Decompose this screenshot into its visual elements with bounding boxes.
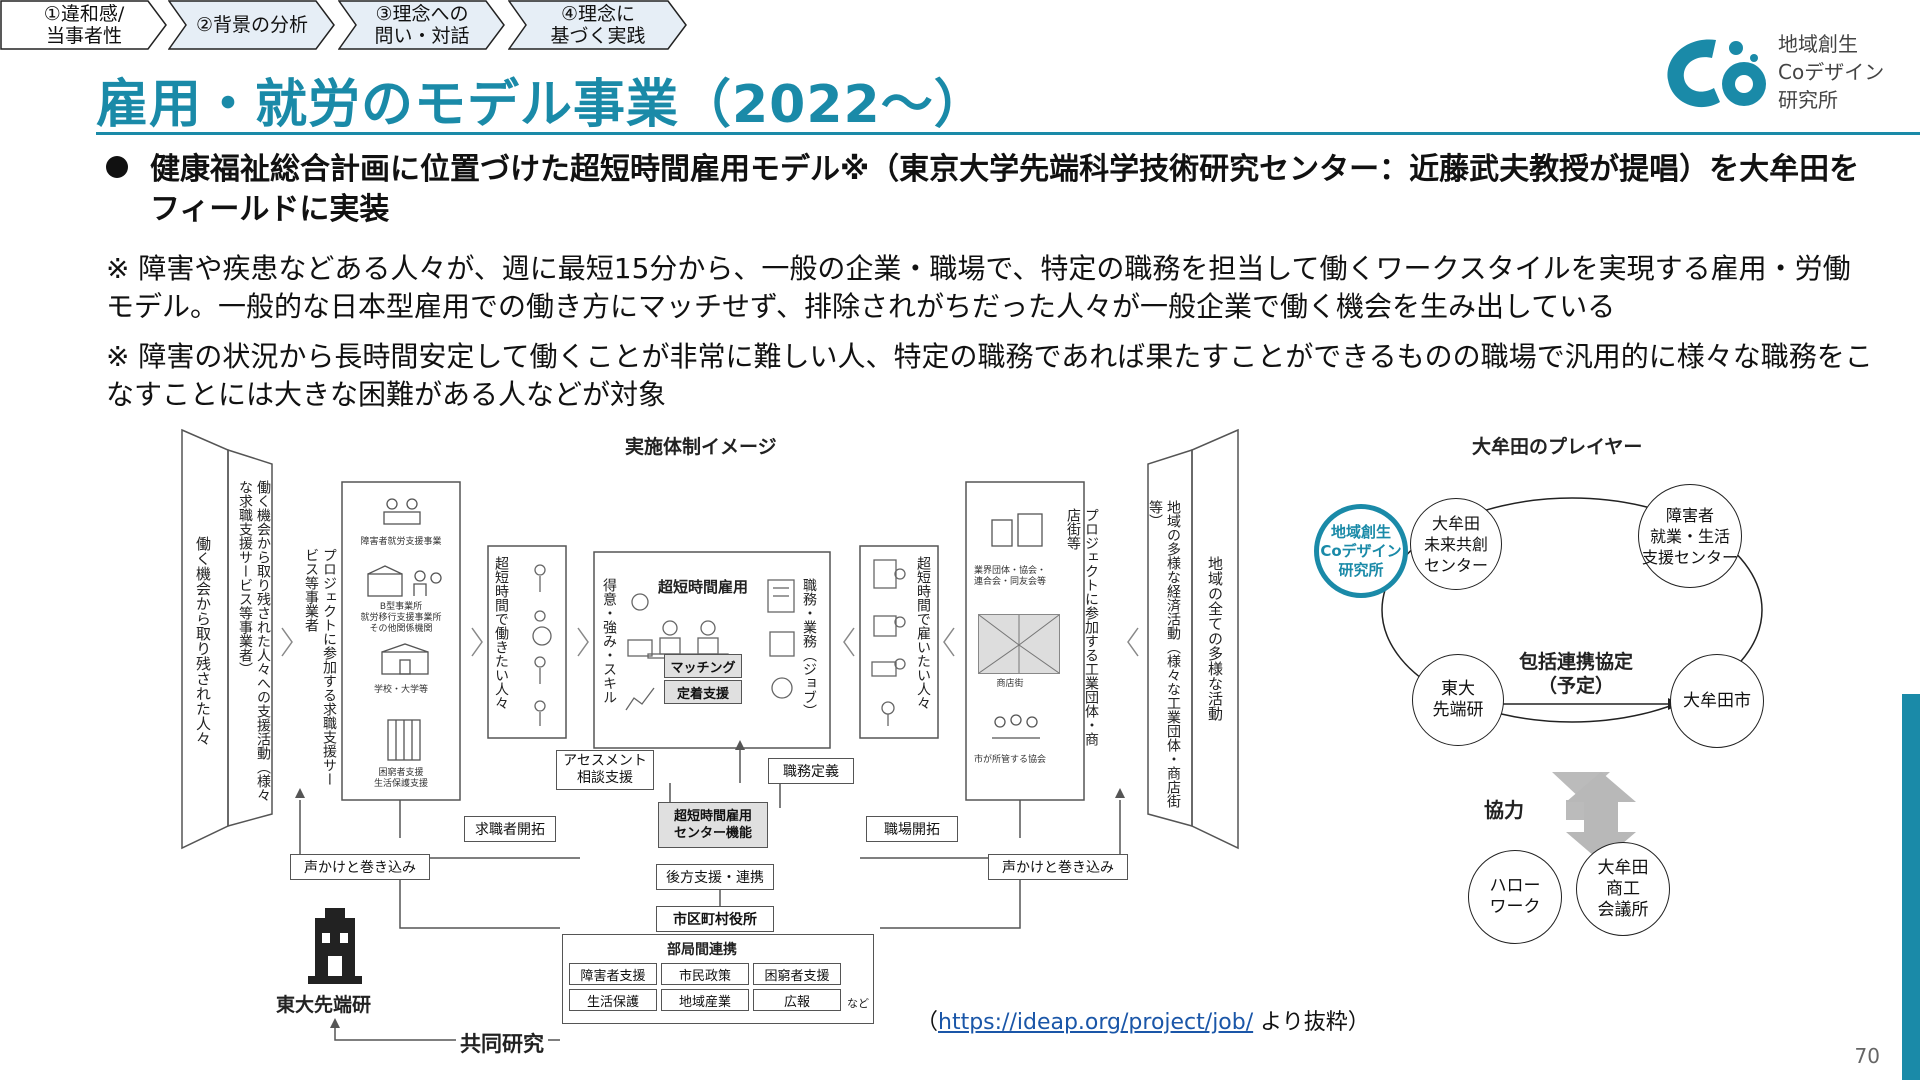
left-project-label: プロジェクトに参加する求職支援サービス等事業者	[303, 548, 337, 786]
skills-label: 得意・強み・スキル	[601, 578, 617, 704]
step-1-shape	[0, 0, 167, 50]
step-3-label: ③理念への 問い・対話	[374, 3, 470, 47]
joint-research-label: 共同研究	[456, 1028, 548, 1058]
logo-text: 地域創生 Coデザイン 研究所	[1778, 32, 1885, 112]
player-city: 大牟田市	[1670, 654, 1764, 748]
want-hire-label: 超短時間で雇いたい人々	[915, 556, 931, 710]
right-outer-label: 地域の全ての多様な活動	[1206, 556, 1224, 721]
step-4-shape	[508, 0, 687, 50]
voice-right-box: 声かけと巻き込み	[988, 854, 1128, 880]
employer-icons	[868, 558, 908, 728]
job-definition-box: 職務定義	[768, 758, 854, 784]
player-mirai: 大牟田 未来共創 センター	[1410, 498, 1502, 590]
left-icon-label-4: 困窮者支援 生活保護支援	[373, 768, 428, 789]
dept-item-6: 広報	[753, 989, 841, 1011]
shopping-street-photo	[978, 614, 1060, 674]
left-outer-label: 働く機会から取り残された人々	[194, 536, 212, 746]
matching-box: マッチング	[664, 654, 742, 678]
step-2-label: ②背景の分析	[195, 14, 309, 36]
step-1[interactable]: ①違和感/ 当事者性	[0, 0, 168, 50]
source-prefix: （	[916, 1010, 939, 1035]
implementation-diagram: 実施体制イメージ 働く機会から取り残された人々 働く機会から取り残された人々への…	[180, 428, 1250, 1058]
source-citation: （https://ideap.org/project/job/ より抜粋）	[916, 1004, 1370, 1036]
step-4[interactable]: ④理念に 基づく実践	[508, 0, 688, 50]
source-suffix: より抜粋）	[1253, 1010, 1370, 1035]
step-2[interactable]: ②背景の分析	[168, 0, 336, 50]
center-function-box: 超短時間雇用 センター機能	[658, 802, 768, 848]
backup-box: 後方支援・連携	[656, 864, 774, 890]
teichaku-box: 定着支援	[664, 680, 742, 704]
side-accent-bar	[1902, 694, 1920, 1080]
player-shogai: 障害者 就業・生活 支援センター	[1638, 484, 1742, 588]
building-icon	[988, 512, 1048, 548]
dept-item-2: 市民政策	[661, 963, 749, 985]
right-icon-label-1: 業界団体・協会・ 連合会・同友会等	[973, 566, 1046, 587]
left-icon-label-3: 学校・大学等	[373, 685, 428, 695]
page-number: 70	[1854, 1044, 1880, 1068]
workplace-box: 職場開拓	[866, 816, 958, 842]
page-title: 雇用・就労のモデル事業（2022～）	[96, 75, 987, 135]
player-codesign: 地域創生 Coデザイン 研究所	[1314, 504, 1408, 598]
note-2: ※ 障害の状況から長時間安定して働くことが非常に難しい人、特定の職務であれば果た…	[106, 340, 1873, 411]
player-todai: 東大 先端研	[1412, 654, 1504, 746]
dept-item-4: 生活保護	[569, 989, 657, 1011]
city-office-box: 市区町村役所	[656, 906, 774, 932]
bullet-icon	[106, 156, 128, 178]
note-1: ※ 障害や疾患などある人々が、週に最短15分から、一般の企業・職場で、特定の職務…	[106, 252, 1851, 323]
facility-icon	[366, 564, 446, 598]
main-bullet: 健康福祉総合計画に位置づけた超短時間雇用モデル※（東京大学先端科学技術研究センタ…	[150, 152, 1860, 227]
cooperation-arrow-icon	[1566, 772, 1636, 862]
agreement-label: 包括連携協定 （予定）	[1518, 651, 1633, 697]
step-1-label: ①違和感/ 当事者性	[43, 3, 125, 47]
step-3[interactable]: ③理念への 問い・対話	[338, 0, 506, 50]
department-box: 部局間連携 障害者支援 市民政策 困窮者支援 生活保護 地域産業 広報 など	[562, 934, 874, 1024]
dept-item-3: 困窮者支援	[753, 963, 841, 985]
department-title: 部局間連携	[667, 942, 737, 958]
step-4-label: ④理念に 基づく実践	[550, 3, 646, 47]
want-work-label: 超短時間で働きたい人々	[493, 556, 509, 710]
players-diagram: 大牟田のプレイヤー 協力 地域創生 Coデザイン 研究所 大牟田 未来共創 セン…	[1300, 428, 1780, 948]
cooperation-label: 協力	[1484, 798, 1524, 822]
players-heading: 大牟田のプレイヤー	[1472, 436, 1643, 458]
worker-icons	[522, 558, 558, 728]
dept-item-1: 障害者支援	[569, 963, 657, 985]
right-icon-label-3: 市が所管する協会	[973, 755, 1046, 765]
assessment-box: アセスメント 相談支援	[556, 750, 654, 790]
player-shoko: 大牟田 商工 会議所	[1576, 842, 1670, 936]
job-label: 職務・業務（ジョブ）	[801, 578, 817, 718]
diagram-heading: 実施体制イメージ	[625, 436, 777, 458]
skill-icons	[620, 588, 660, 728]
left-inner-label: 働く機会から取り残された人々への支援活動（様々な求職支援サービス等事業者）	[237, 480, 271, 802]
step-3-shape	[338, 0, 505, 50]
right-project-label: プロジェクトに参加する工業団体・商店街等	[1065, 508, 1099, 746]
support-people-icon	[380, 496, 424, 528]
document-icons	[762, 578, 802, 708]
logo-icon	[1656, 28, 1771, 118]
left-icon-label-1: 障害者就労支援事業	[360, 537, 442, 547]
school-icon	[380, 642, 430, 676]
center-title: 超短時間雇用	[658, 578, 749, 596]
voice-left-box: 声かけと巻き込み	[290, 854, 430, 880]
title-underline	[96, 132, 1920, 135]
step-2-shape	[168, 0, 335, 50]
association-icon	[986, 712, 1046, 742]
step-navigation: ①違和感/ 当事者性 ②背景の分析 ③理念への 問い・対話 ④理念に 基づく実践	[0, 0, 700, 52]
dept-etc: など	[847, 997, 869, 1010]
todai-label: 東大先端研	[276, 994, 372, 1016]
right-icon-label-2: 商店街	[996, 679, 1024, 689]
left-icon-label-2: B型事業所 就労移行支援事業所 その他関係機関	[360, 602, 442, 634]
player-hellowork: ハロー ワーク	[1468, 850, 1562, 944]
office-icon	[386, 718, 422, 762]
seeker-box: 求職者開拓	[464, 816, 556, 842]
right-inner-label: 地域の多様な経済活動（様々な工業団体・商店街等）	[1147, 500, 1181, 808]
dept-item-5: 地域産業	[661, 989, 749, 1011]
source-link[interactable]: https://ideap.org/project/job/	[938, 1010, 1254, 1035]
